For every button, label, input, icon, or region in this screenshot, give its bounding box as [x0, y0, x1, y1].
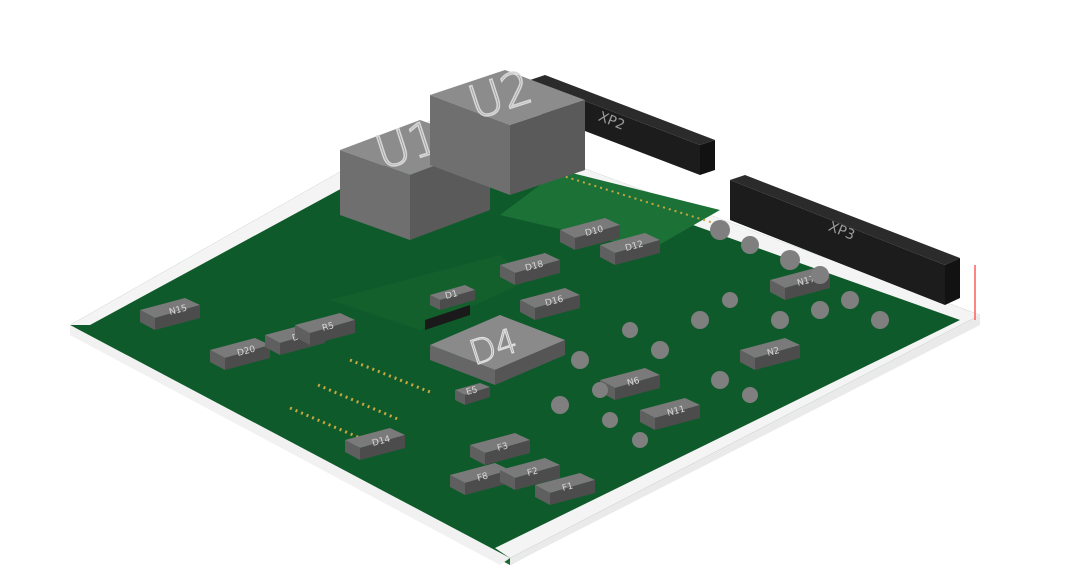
- round-components: [551, 220, 889, 448]
- f1-label: F1: [561, 481, 574, 493]
- small-header: [425, 305, 470, 330]
- d10-label: D10: [584, 224, 605, 238]
- d20-label: D20: [236, 344, 257, 358]
- r5-label: R5: [321, 321, 335, 334]
- d1-label: D1: [444, 289, 459, 302]
- ic-group: N15 D20 D7 R5 D14: [140, 218, 830, 505]
- n2-label: N2: [766, 346, 781, 359]
- component-d4: D4: [430, 315, 565, 385]
- mask-region-top: [500, 170, 720, 250]
- pad-rows: [289, 174, 721, 440]
- connector-xp3: XP3: [730, 175, 960, 305]
- n11-label: N11: [666, 405, 686, 419]
- n15-label: N15: [168, 304, 188, 318]
- f2-label: F2: [526, 466, 539, 478]
- n17-label: N17: [796, 275, 816, 289]
- board-frame-right: [510, 315, 980, 565]
- f8-label: F8: [476, 471, 489, 484]
- d18-label: D18: [524, 259, 545, 273]
- d14-label: D14: [371, 434, 392, 448]
- d16-label: D16: [544, 294, 565, 308]
- e5-label: E5: [465, 385, 479, 398]
- n6-label: N6: [626, 376, 641, 389]
- mask-region-center: [330, 255, 530, 330]
- f3-label: F3: [496, 441, 509, 453]
- board-frame-left: [70, 325, 510, 565]
- d12-label: D12: [624, 239, 644, 253]
